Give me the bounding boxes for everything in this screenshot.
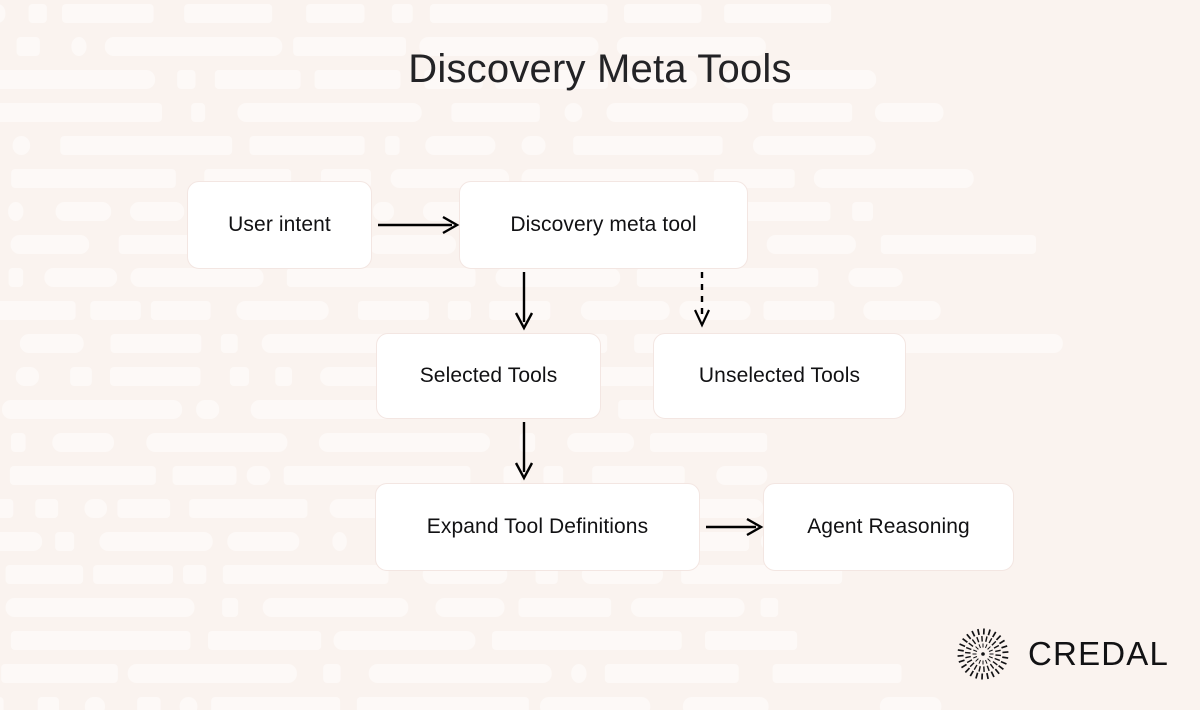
brand-logo: CREDAL <box>955 626 1169 682</box>
node-label: User intent <box>228 213 331 236</box>
node-label: Agent Reasoning <box>807 515 970 538</box>
node-unselected-tools[interactable]: Unselected Tools <box>653 333 906 419</box>
node-label: Discovery meta tool <box>510 213 697 236</box>
node-selected-tools[interactable]: Selected Tools <box>376 333 601 419</box>
node-agent-reasoning[interactable]: Agent Reasoning <box>763 483 1014 571</box>
brand-wordmark: CREDAL <box>1028 635 1170 672</box>
node-user-intent[interactable]: User intent <box>187 181 372 269</box>
page-title: Discovery Meta Tools <box>408 47 792 91</box>
node-label: Unselected Tools <box>698 364 861 387</box>
credal-sunburst-icon <box>957 628 1009 680</box>
node-discovery-meta-tool[interactable]: Discovery meta tool <box>459 181 748 269</box>
node-label: Selected Tools <box>419 364 558 387</box>
node-label: Expand Tool Definitions <box>426 515 649 538</box>
node-expand-tool-definitions[interactable]: Expand Tool Definitions <box>375 483 700 571</box>
